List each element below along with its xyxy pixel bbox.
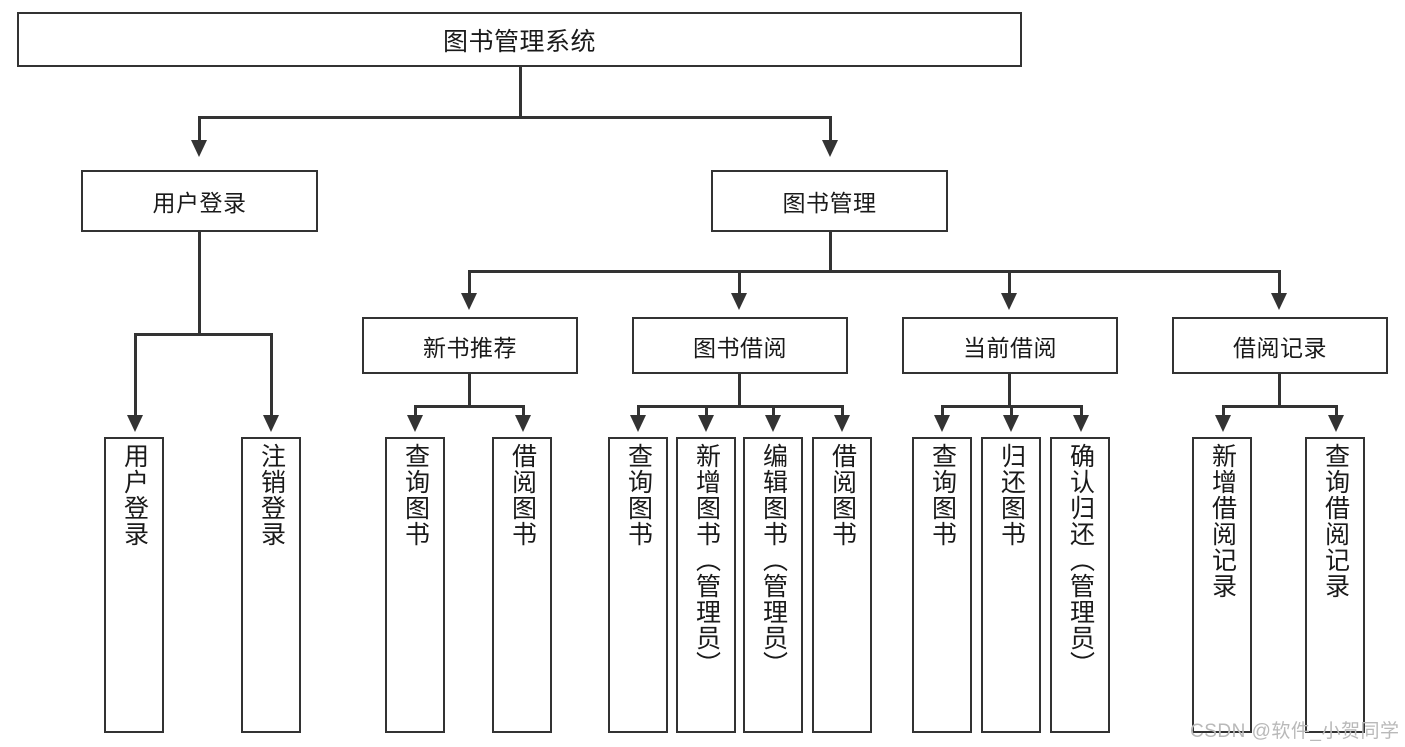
edge-book-borrow-to-leaf-1 bbox=[637, 405, 640, 420]
edge-borrow-records-bus bbox=[1222, 405, 1337, 408]
edge-current-borrow-to-leaf-3 bbox=[1080, 405, 1083, 420]
node-book-management[interactable]: 图书管理 bbox=[711, 170, 948, 232]
edge-book-mgmt-to-borrow bbox=[738, 270, 741, 298]
edge-new-books-stem bbox=[468, 374, 471, 407]
leaf-node-query-books-new[interactable]: 查询图书 bbox=[385, 437, 445, 733]
leaf-node-borrow-books[interactable]: 借阅图书 bbox=[812, 437, 872, 733]
node-label: 查询图书 bbox=[624, 443, 653, 547]
node-label: 图书管理系统 bbox=[442, 27, 596, 56]
edge-book-mgmt-stem bbox=[829, 232, 832, 272]
arrowhead-current-borrow-to-leaf-1 bbox=[934, 415, 950, 432]
node-label: 查询借阅记录 bbox=[1321, 443, 1350, 599]
arrowhead-new-books-to-leaf-2 bbox=[515, 415, 531, 432]
node-label: 归还图书 bbox=[997, 443, 1026, 547]
leaf-node-logout[interactable]: 注销登录 bbox=[241, 437, 301, 733]
arrowhead-user-login-to-leaf-1 bbox=[127, 415, 143, 432]
edge-root-to-book-mgmt bbox=[829, 116, 832, 145]
leaf-node-return-books[interactable]: 归还图书 bbox=[981, 437, 1041, 733]
edge-book-borrow-to-leaf-2 bbox=[705, 405, 708, 420]
node-label: 借阅记录 bbox=[1233, 334, 1327, 361]
arrowhead-book-borrow-to-leaf-2 bbox=[698, 415, 714, 432]
edge-borrow-records-to-leaf-2 bbox=[1335, 405, 1338, 420]
node-user-login[interactable]: 用户登录 bbox=[81, 170, 318, 232]
arrowhead-book-mgmt-to-current bbox=[1001, 293, 1017, 310]
arrowhead-new-books-to-leaf-1 bbox=[407, 415, 423, 432]
node-label: 新书推荐 bbox=[423, 334, 517, 361]
edge-borrow-records-to-leaf-1 bbox=[1222, 405, 1225, 420]
arrowhead-borrow-records-to-leaf-1 bbox=[1215, 415, 1231, 432]
arrowhead-book-borrow-to-leaf-4 bbox=[834, 415, 850, 432]
edge-root-to-user-login bbox=[198, 116, 201, 145]
node-label: 查询图书 bbox=[401, 443, 430, 547]
leaf-node-edit-book-admin[interactable]: 编辑图书（管理员） bbox=[743, 437, 803, 733]
edge-user-login-to-leaf-2 bbox=[270, 333, 273, 420]
arrowhead-book-mgmt-to-records bbox=[1271, 293, 1287, 310]
leaf-node-query-books-borrow[interactable]: 查询图书 bbox=[608, 437, 668, 733]
leaf-node-query-borrow-record[interactable]: 查询借阅记录 bbox=[1305, 437, 1365, 733]
edge-borrow-records-stem bbox=[1278, 374, 1281, 407]
node-label: 图书管理 bbox=[782, 190, 877, 216]
watermark-text: CSDN @软件_小贺同学 bbox=[1190, 721, 1400, 742]
arrowhead-root-to-user-login bbox=[191, 140, 207, 157]
leaf-node-add-borrow-record[interactable]: 新增借阅记录 bbox=[1192, 437, 1252, 733]
leaf-node-borrow-books-new[interactable]: 借阅图书 bbox=[492, 437, 552, 733]
edge-book-mgmt-to-current bbox=[1008, 270, 1011, 298]
edge-root-stem bbox=[519, 67, 522, 116]
edge-new-books-bus bbox=[414, 405, 524, 408]
leaf-node-query-books-current[interactable]: 查询图书 bbox=[912, 437, 972, 733]
edge-book-mgmt-to-new-books bbox=[468, 270, 471, 298]
edge-new-books-to-leaf-2 bbox=[522, 405, 525, 420]
arrowhead-book-borrow-to-leaf-3 bbox=[765, 415, 781, 432]
edge-book-mgmt-bus bbox=[468, 270, 1280, 273]
edge-book-mgmt-to-records bbox=[1278, 270, 1281, 298]
edge-book-borrow-stem bbox=[738, 374, 741, 407]
arrowhead-user-login-to-leaf-2 bbox=[263, 415, 279, 432]
node-label: 查询图书 bbox=[928, 443, 957, 547]
edge-current-borrow-stem bbox=[1008, 374, 1011, 407]
edge-user-login-stem bbox=[198, 232, 201, 335]
edge-root-bus bbox=[198, 116, 832, 119]
node-label: 注销登录 bbox=[257, 443, 286, 547]
node-borrow-records[interactable]: 借阅记录 bbox=[1172, 317, 1388, 374]
leaf-node-add-book-admin[interactable]: 新增图书（管理员） bbox=[676, 437, 736, 733]
node-label: 当前借阅 bbox=[963, 334, 1057, 361]
node-current-borrow[interactable]: 当前借阅 bbox=[902, 317, 1118, 374]
node-label: 确认归还（管理员） bbox=[1066, 443, 1095, 677]
node-label: 借阅图书 bbox=[508, 443, 537, 547]
node-new-book-recommend[interactable]: 新书推荐 bbox=[362, 317, 578, 374]
edge-book-borrow-bus bbox=[637, 405, 843, 408]
edge-user-login-to-leaf-1 bbox=[134, 333, 137, 420]
edge-book-borrow-to-leaf-3 bbox=[772, 405, 775, 420]
node-label: 用户登录 bbox=[120, 443, 149, 547]
edge-current-borrow-to-leaf-1 bbox=[941, 405, 944, 420]
node-label: 编辑图书（管理员） bbox=[759, 443, 788, 677]
leaf-node-confirm-return-admin[interactable]: 确认归还（管理员） bbox=[1050, 437, 1110, 733]
node-root-system[interactable]: 图书管理系统 bbox=[17, 12, 1022, 67]
node-label: 新增借阅记录 bbox=[1208, 443, 1237, 599]
node-label: 借阅图书 bbox=[828, 443, 857, 547]
edge-new-books-to-leaf-1 bbox=[414, 405, 417, 420]
node-label: 新增图书（管理员） bbox=[692, 443, 721, 677]
edge-book-borrow-to-leaf-4 bbox=[841, 405, 844, 420]
arrowhead-current-borrow-to-leaf-3 bbox=[1073, 415, 1089, 432]
node-book-borrow[interactable]: 图书借阅 bbox=[632, 317, 848, 374]
node-label: 用户登录 bbox=[152, 190, 247, 216]
arrowhead-book-mgmt-to-borrow bbox=[731, 293, 747, 310]
edge-current-borrow-to-leaf-2 bbox=[1010, 405, 1013, 420]
arrowhead-book-borrow-to-leaf-1 bbox=[630, 415, 646, 432]
node-label: 图书借阅 bbox=[693, 334, 787, 361]
edge-user-login-bus bbox=[134, 333, 272, 336]
arrowhead-current-borrow-to-leaf-2 bbox=[1003, 415, 1019, 432]
arrowhead-root-to-book-mgmt bbox=[822, 140, 838, 157]
arrowhead-borrow-records-to-leaf-2 bbox=[1328, 415, 1344, 432]
leaf-node-user-login[interactable]: 用户登录 bbox=[104, 437, 164, 733]
arrowhead-book-mgmt-to-new-books bbox=[461, 293, 477, 310]
